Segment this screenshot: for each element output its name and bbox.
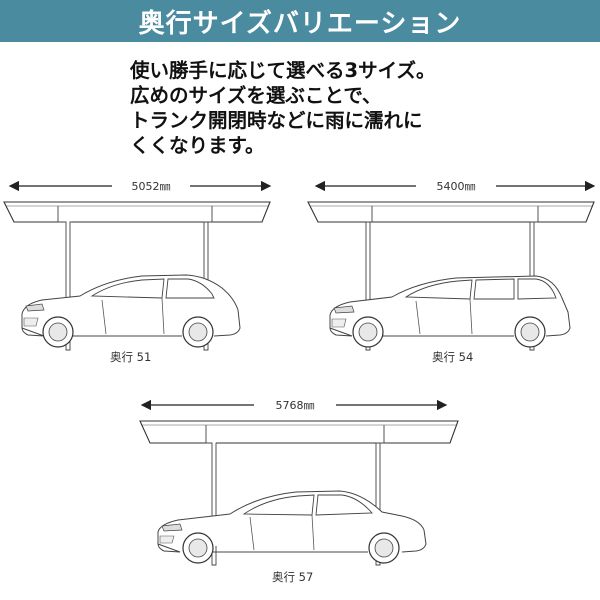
description-line: 広めのサイズを選ぶことで、 [130, 84, 382, 107]
carport-diagram-51: 5052㎜ 奥行 51 [3, 178, 272, 364]
dimension-label: 5052㎜ [132, 180, 171, 193]
carport-roof [307, 201, 595, 223]
title-banner: 奥行サイズバリエーション [0, 0, 600, 42]
carport-roof [3, 201, 271, 223]
car-sedan [157, 490, 427, 564]
description-line: トランク開閉時などに雨に濡れに [130, 109, 423, 132]
dimension-label: 5400㎜ [437, 180, 476, 193]
size-caption: 奥行 51 [110, 350, 151, 364]
dimension-label: 5768㎜ [276, 399, 315, 412]
car-hatchback [21, 274, 241, 348]
carport-roof [139, 420, 459, 444]
carport-diagram-54: 5400㎜ 奥行 54 [307, 178, 596, 364]
carport-diagram-57: 5768㎜ 奥行 57 [139, 397, 459, 584]
description-line: くくなります。 [130, 134, 265, 157]
description-line: 使い勝手に応じて選べる3サイズ。 [130, 59, 436, 82]
size-caption: 奥行 54 [432, 350, 473, 364]
description-text: 使い勝手に応じて選べる3サイズ。 広めのサイズを選ぶことで、 トランク開閉時など… [130, 58, 550, 158]
size-caption: 奥行 57 [272, 570, 313, 584]
page-title: 奥行サイズバリエーション [138, 8, 462, 39]
